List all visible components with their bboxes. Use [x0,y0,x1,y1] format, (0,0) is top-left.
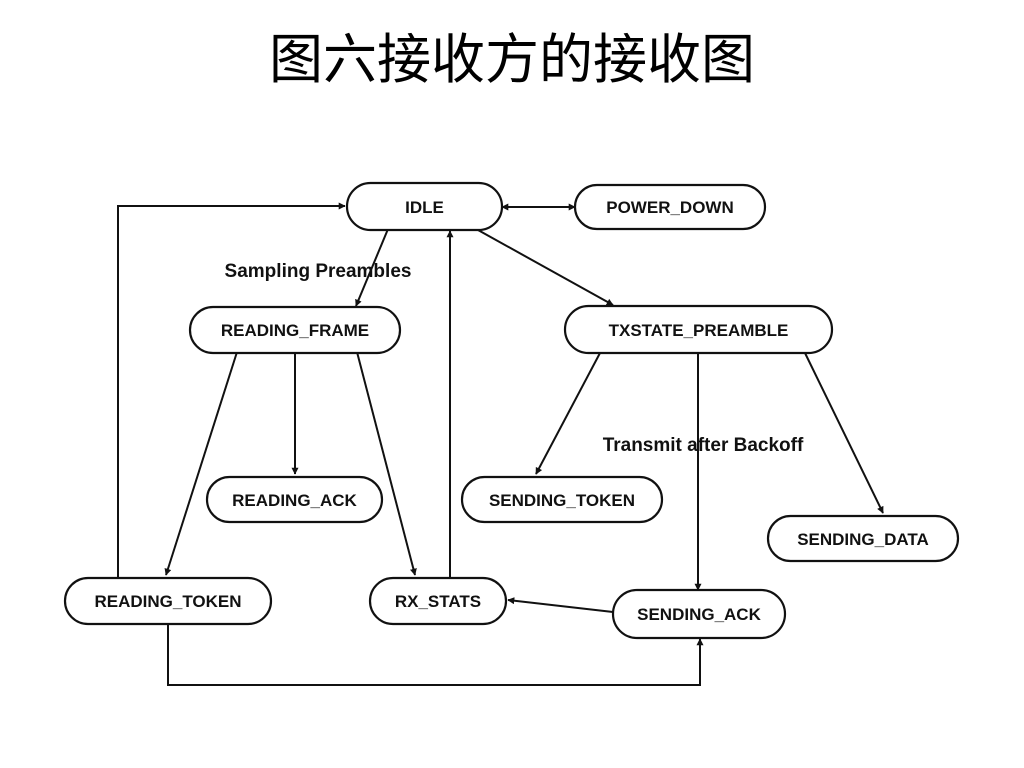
state-sending-token: SENDING_TOKEN [460,475,664,524]
state-sending-token-label: SENDING_TOKEN [489,491,635,510]
state-txstate-preamble-label: TXSTATE_PREAMBLE [609,321,789,340]
state-power-down: POWER_DOWN [573,183,767,231]
state-reading-token: READING_TOKEN [63,576,273,626]
label-transmit-after-backoff: Transmit after Backoff [603,435,804,456]
edge-reading-token-sending-ack [167,624,704,686]
edge-reading-token-idle [117,202,346,580]
state-reading-frame-label: READING_FRAME [221,321,369,340]
state-sending-data-label: SENDING_DATA [797,530,929,549]
state-reading-token-label: READING_TOKEN [94,592,241,611]
state-txstate-preamble: TXSTATE_PREAMBLE [563,304,834,355]
edge-sending-ack-rx-stats [507,597,614,613]
edge-idle-reading-frame [355,228,389,307]
slide-title: 图六接收方的接收图 [269,28,755,91]
edge-reading-frame-reading-token [164,351,238,576]
state-rx-stats-label: RX_STATS [395,592,481,611]
edge-txstate-sending-data [804,352,884,514]
state-sending-ack-label: SENDING_ACK [637,605,761,624]
state-rx-stats: RX_STATS [368,576,508,626]
state-reading-ack: READING_ACK [205,475,384,524]
state-power-down-label: POWER_DOWN [606,198,734,217]
state-idle-label: IDLE [405,198,444,217]
label-sampling-preambles: Sampling Preambles [225,261,412,282]
state-sending-data: SENDING_DATA [766,514,960,563]
edge-txstate-sending-token [535,352,601,475]
edge-idle-txstate-preamble [477,229,614,306]
state-sending-ack: SENDING_ACK [611,588,787,640]
state-reading-frame: READING_FRAME [188,305,402,355]
state-idle: IDLE [345,181,504,232]
state-reading-ack-label: READING_ACK [232,491,357,510]
edge-reading-frame-rx-stats [356,351,417,576]
